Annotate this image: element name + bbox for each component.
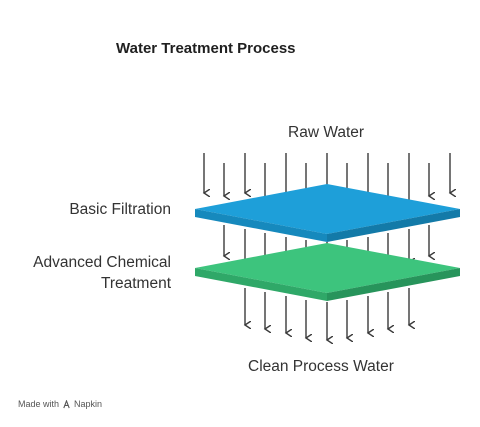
filtration-layer [195, 184, 460, 242]
basic-filtration-label: Basic Filtration [69, 201, 171, 218]
advanced-label-line2: Treatment [100, 275, 171, 292]
footer-attribution: Made with Napkin [18, 399, 102, 409]
advanced-label-line1: Advanced Chemical [33, 254, 171, 271]
napkin-brand-text: Napkin [74, 399, 103, 409]
advanced-treatment-label: Advanced Chemical Treatment [33, 252, 171, 294]
raw-water-label: Raw Water [288, 124, 365, 141]
chemical-layer [195, 243, 460, 301]
clean-water-arrows [245, 288, 409, 340]
made-with-text: Made with [18, 399, 60, 409]
page-title: Water Treatment Process [116, 40, 296, 57]
napkin-logo-icon [63, 399, 70, 408]
clean-water-label: Clean Process Water [248, 358, 394, 375]
